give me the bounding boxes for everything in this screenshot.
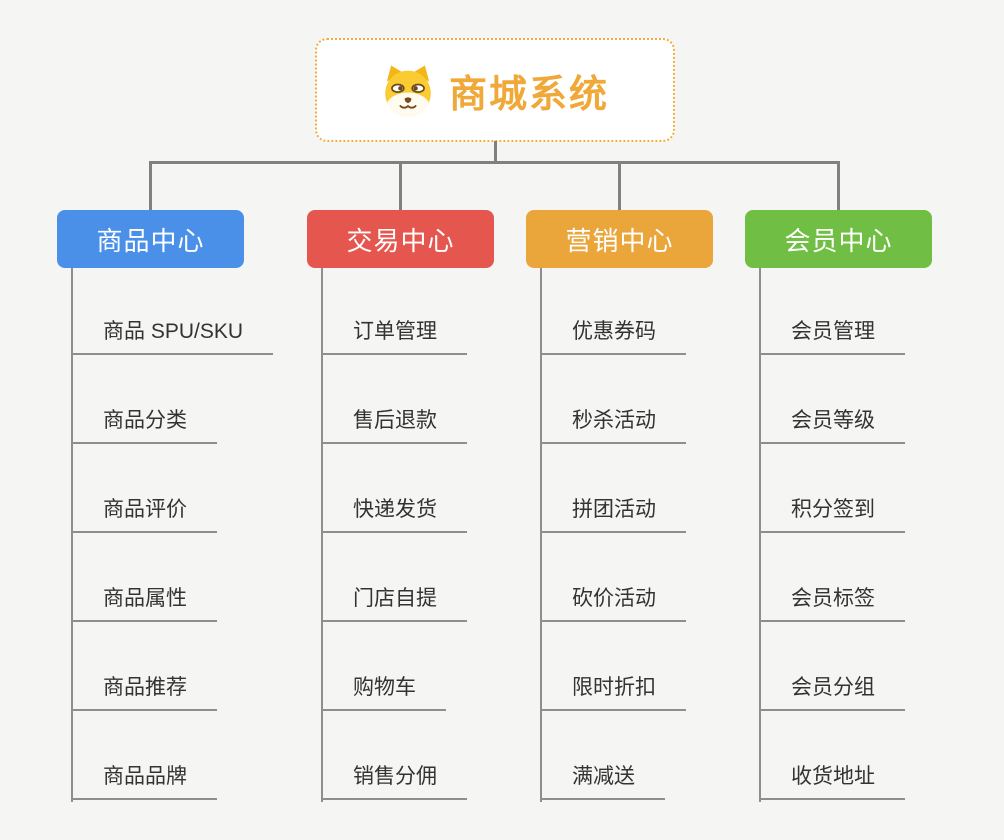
- node-bargain-activity[interactable]: 砍价活动: [540, 533, 686, 622]
- branch-marketing-center: 营销中心 优惠券码 秒杀活动 拼团活动 砍价活动 限时折扣 满减送: [526, 210, 713, 802]
- node-spend-and-save[interactable]: 满减送: [540, 711, 665, 800]
- node-member-tag[interactable]: 会员标签: [759, 533, 905, 622]
- node-flash-sale[interactable]: 秒杀活动: [540, 355, 686, 444]
- connector-drop: [618, 163, 621, 210]
- connector-drop: [149, 163, 152, 210]
- node-product-spu-sku[interactable]: 商品 SPU/SKU: [71, 266, 274, 355]
- branch-product-center: 商品中心 商品 SPU/SKU 商品分类 商品评价 商品属性 商品推荐 商品品牌: [57, 210, 274, 802]
- branch-header-product[interactable]: 商品中心: [57, 210, 244, 268]
- node-store-pickup[interactable]: 门店自提: [321, 533, 467, 622]
- node-product-review[interactable]: 商品评价: [71, 444, 217, 533]
- branch-trunk-line: [759, 268, 761, 802]
- connector-bus: [149, 161, 840, 164]
- node-member-management[interactable]: 会员管理: [759, 266, 905, 355]
- node-member-level[interactable]: 会员等级: [759, 355, 905, 444]
- root-node[interactable]: 商城系统: [315, 38, 675, 142]
- node-product-attribute[interactable]: 商品属性: [71, 533, 217, 622]
- branch-sub-items: 优惠券码 秒杀活动 拼团活动 砍价活动 限时折扣 满减送: [540, 266, 686, 800]
- node-coupon-code[interactable]: 优惠券码: [540, 266, 686, 355]
- root-title: 商城系统: [448, 73, 609, 116]
- node-member-group[interactable]: 会员分组: [759, 622, 905, 711]
- node-sales-commission[interactable]: 销售分佣: [321, 711, 467, 800]
- node-limited-time-discount[interactable]: 限时折扣: [540, 622, 686, 711]
- connector-drop: [837, 163, 840, 210]
- branch-sub-items: 会员管理 会员等级 积分签到 会员标签 会员分组 收货地址: [759, 266, 905, 800]
- node-points-checkin[interactable]: 积分签到: [759, 444, 905, 533]
- branch-header-trade[interactable]: 交易中心: [307, 210, 494, 268]
- node-product-brand[interactable]: 商品品牌: [71, 711, 217, 800]
- branch-trunk-line: [71, 268, 73, 802]
- node-shipping-address[interactable]: 收货地址: [759, 711, 905, 800]
- node-shopping-cart[interactable]: 购物车: [321, 622, 446, 711]
- node-aftersale-refund[interactable]: 售后退款: [321, 355, 467, 444]
- branch-sub-items: 订单管理 售后退款 快递发货 门店自提 购物车 销售分佣: [321, 266, 467, 800]
- node-express-delivery[interactable]: 快递发货: [321, 444, 467, 533]
- branch-trade-center: 交易中心 订单管理 售后退款 快递发货 门店自提 购物车 销售分佣: [307, 210, 494, 802]
- branch-member-center: 会员中心 会员管理 会员等级 积分签到 会员标签 会员分组 收货地址: [745, 210, 932, 802]
- branch-trunk-line: [540, 268, 542, 802]
- node-order-management[interactable]: 订单管理: [321, 266, 467, 355]
- branch-header-marketing[interactable]: 营销中心: [526, 210, 713, 268]
- branch-header-member[interactable]: 会员中心: [745, 210, 932, 268]
- shiba-dog-icon: [385, 65, 431, 117]
- branch-sub-items: 商品 SPU/SKU 商品分类 商品评价 商品属性 商品推荐 商品品牌: [71, 266, 274, 800]
- connector-root-stub: [494, 141, 497, 163]
- branch-trunk-line: [321, 268, 323, 802]
- node-group-buy[interactable]: 拼团活动: [540, 444, 686, 533]
- node-product-recommend[interactable]: 商品推荐: [71, 622, 217, 711]
- connector-drop: [399, 163, 402, 210]
- node-product-category[interactable]: 商品分类: [71, 355, 217, 444]
